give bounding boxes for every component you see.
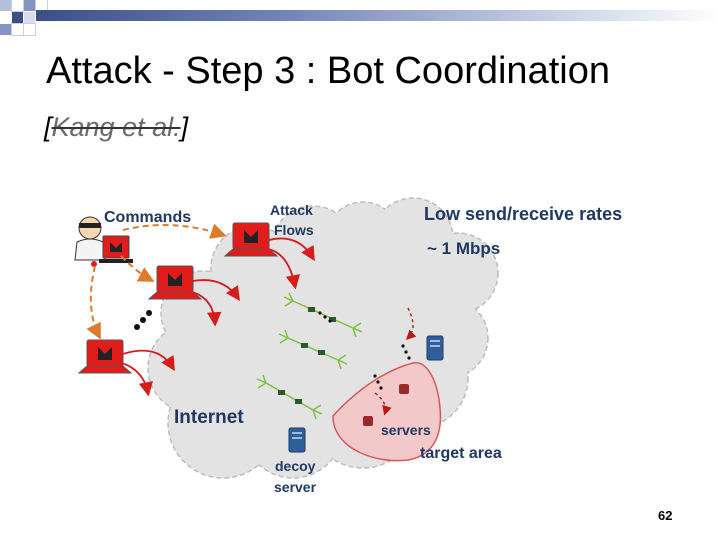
green-flow-2: [278, 329, 348, 370]
citation-link[interactable]: Kang et al.: [51, 112, 181, 142]
server-icon-2: [399, 384, 409, 394]
server-target-arrows: [374, 307, 417, 416]
title-accent-bar: [36, 10, 720, 21]
commands-label: Commands: [104, 209, 191, 226]
bot-laptop-3: [77, 339, 133, 374]
page-number: 62: [658, 508, 673, 523]
rates-label-line2: ~ 1 Mbps: [427, 239, 500, 258]
server-icon-3: [363, 416, 373, 426]
command-arrows: [86, 223, 227, 340]
servers-label: servers: [381, 422, 431, 438]
citation-close-bracket: ]: [180, 112, 189, 142]
attacker-icon: [74, 216, 133, 267]
citation: [Kang et al.]: [44, 112, 188, 143]
corner-squares-decoration: [0, 0, 60, 45]
cloud-fill: [149, 199, 497, 477]
green-flow-3: [256, 374, 323, 420]
internet-label: Internet: [174, 407, 244, 428]
attack-flows-label-line2: Flows: [274, 222, 314, 238]
decoy-server-icon: [288, 427, 306, 453]
bots-ellipsis: [134, 310, 152, 330]
bot-laptop-1: [223, 222, 279, 257]
slide-title: Attack - Step 3 : Bot Coordination: [46, 50, 610, 92]
server-icon-1: [426, 335, 444, 361]
target-area-label: target area: [420, 445, 502, 462]
green-flow-1: [283, 292, 363, 338]
flow-ellipsis-dots: [318, 311, 411, 390]
rates-label-line1: Low send/receive rates: [424, 204, 622, 224]
decoy-server-label-line2: server: [274, 479, 317, 495]
bot-laptop-2: [147, 265, 203, 300]
bot-coordination-diagram: Commands Attack Flows Low send/receive r…: [63, 178, 665, 500]
attack-flows-label-line1: Attack: [270, 202, 313, 218]
attack-flow-arrows: [117, 237, 315, 397]
decoy-server-label-line1: decoy: [275, 458, 316, 474]
citation-open-bracket: [: [44, 112, 52, 142]
